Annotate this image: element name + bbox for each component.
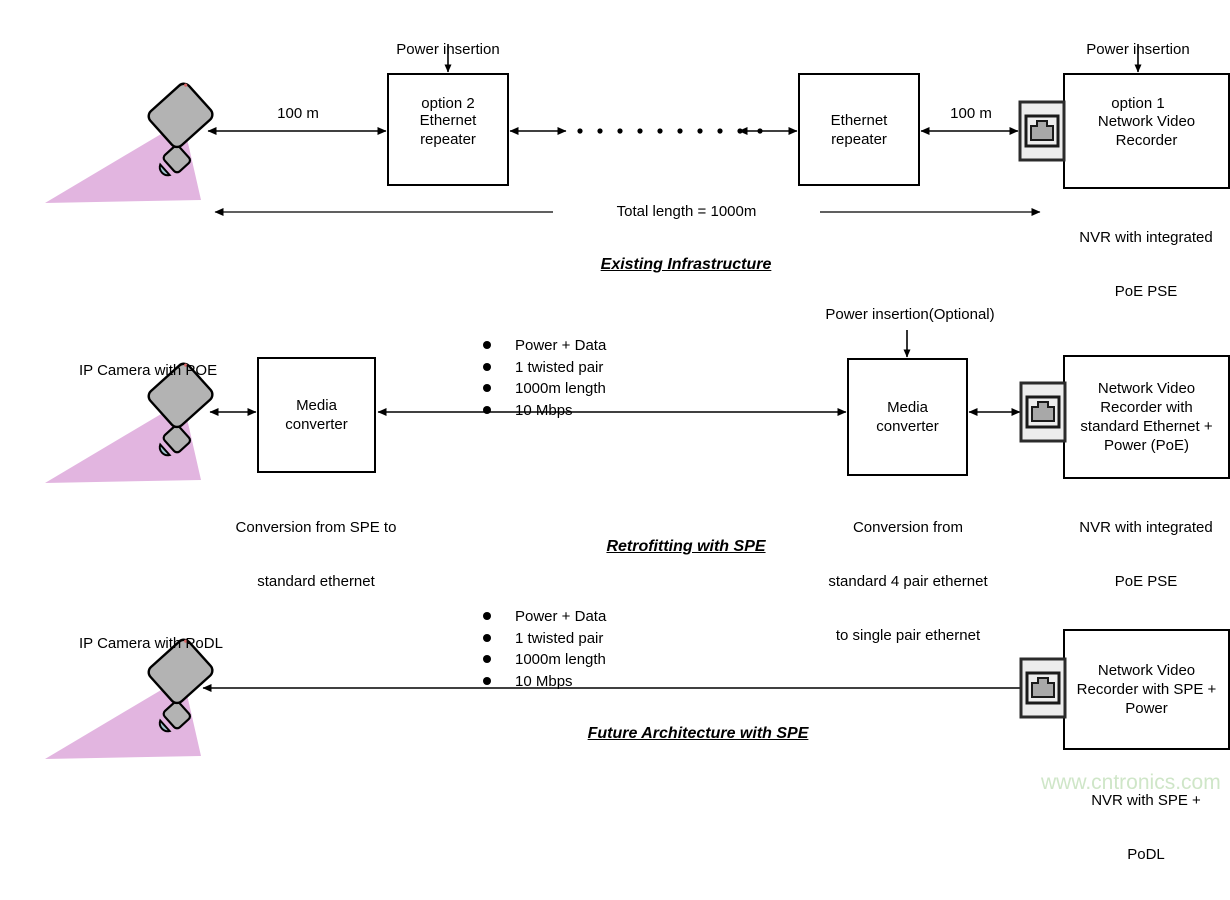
bullet-dot-icon [483,612,491,620]
annotation-power-insertion-option-2: Power insertion option 2 [396,41,500,112]
list-item: Power + Data [483,335,606,357]
bullet-dot-icon [483,384,491,392]
list-item: 1 twisted pair [483,628,606,650]
ip-camera-icon [43,79,229,205]
bullet-dot-icon [483,633,491,642]
ip-camera-icon [43,635,229,761]
bullet-dot-icon [483,362,491,371]
box-media-converter-left [257,357,376,473]
box-network-video-recorder [1063,73,1230,189]
label-total-length: Total length = 1000m [616,203,757,220]
box-network-video-recorder [1063,629,1230,750]
label-link-100m-right: 100 m [950,105,992,122]
diagram-vector-layer [43,44,1230,761]
label-link-100m-left: 100 m [277,105,319,122]
sublabel-nvr-poe-pse-1: NVR with integrated PoE PSE [1079,229,1213,300]
caption-existing-infrastructure: Existing Infrastructure [600,256,772,273]
bullet-dot-icon [483,676,491,685]
diagram-canvas: Power insertion option 2 Power insertion… [43,41,1230,863]
bullet-list-retrofitting: Power + Data 1 twisted pair 1000m length… [483,335,606,421]
sublabel-conversion-4pair-to-single-pair: Conversion from standard 4 pair ethernet… [828,519,988,644]
bullet-list-future: Power + Data 1 twisted pair 1000m length… [483,606,606,692]
list-item: 10 Mbps [483,400,606,422]
row-retrofitting-with-spe [43,330,1230,485]
list-item: 1000m length [483,649,606,671]
box-media-converter-right [847,358,968,476]
row-future-architecture-with-spe [43,629,1230,761]
row-existing-infrastructure [43,44,1230,216]
box-ethernet-repeater-right [798,73,920,186]
box-network-video-recorder [1063,355,1230,479]
list-item: 1000m length [483,378,606,400]
rj45-port-icon [1019,657,1067,719]
box-ethernet-repeater-left [387,73,509,186]
bullet-dot-icon [483,655,491,663]
site-watermark: www.cntronics.com [1041,771,1221,794]
bullet-dot-icon [483,405,491,414]
list-item: 10 Mbps [483,671,606,693]
label-ip-camera-with-podl: IP Camera with PoDL [79,635,223,652]
caption-retrofitting-with-spe: Retrofitting with SPE [606,538,766,555]
list-item: Power + Data [483,606,606,628]
rj45-port-icon [1018,100,1066,162]
sublabel-nvr-poe-pse-2: NVR with integrated PoE PSE [1079,519,1213,590]
annotation-power-insertion-option-1: Power insertion option 1 [1086,41,1190,112]
dotted-run [577,128,763,134]
annotation-power-insertion-optional: Power insertion(Optional) [825,306,995,323]
bullet-dot-icon [483,341,491,349]
caption-future-architecture-with-spe: Future Architecture with SPE [587,725,809,742]
label-ip-camera-with-poe: IP Camera with POE [79,362,218,379]
rj45-port-icon [1019,381,1067,443]
sublabel-conversion-spe-to-ethernet: Conversion from SPE to standard ethernet [235,519,397,590]
list-item: 1 twisted pair [483,357,606,379]
